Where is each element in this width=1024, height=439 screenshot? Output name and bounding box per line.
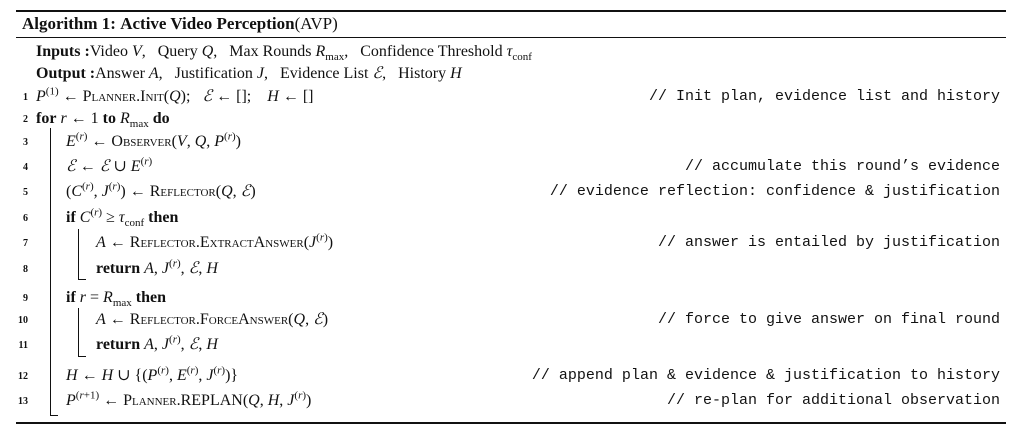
algo-line-12: 12 H ← H ∪ {(P(r), E(r), J(r))} // appen… xyxy=(16,365,1006,387)
output-line: Output :Answer A, Justification J, Evide… xyxy=(16,63,1006,85)
inputs-line: Inputs :Video V, Query Q, Max Rounds Rma… xyxy=(16,41,1006,63)
algo-line-5: 5 (C(r), J(r)) ← Reflector(Q, ℰ) // evid… xyxy=(16,181,1006,203)
comment-1: // Init plan, evidence list and history xyxy=(648,88,1000,105)
algo-line-8: 8 return A, J(r), ℰ, H xyxy=(16,258,1006,280)
if-max-round-guide xyxy=(78,308,79,356)
if-max-round-guide-end xyxy=(78,356,86,357)
caption-title: Active Video Perception xyxy=(120,14,295,33)
code-2: for r ← 1 to Rmax do xyxy=(36,110,170,131)
code-9: if r = Rmax then xyxy=(66,289,167,310)
code-13: P(r+1) ← Planner.REPLAN(Q, H, J(r)) xyxy=(66,389,312,409)
comment-12: // append plan & evidence & justificatio… xyxy=(531,367,1000,384)
inputs-text: Video V, Query Q, Max Rounds Rmax, Confi… xyxy=(89,43,532,64)
bottom-rule xyxy=(16,422,1006,424)
output-text: Answer A, Justification J, Evidence List… xyxy=(95,65,462,82)
algorithm-box: Algorithm 1: Active Video Perception(AVP… xyxy=(16,10,1006,424)
if-confidence-guide-end xyxy=(78,279,86,280)
code-12: H ← H ∪ {(P(r), E(r), J(r))} xyxy=(66,364,239,384)
caption-label: Algorithm 1: xyxy=(22,14,116,33)
comment-10: // force to give answer on final round xyxy=(657,311,1000,328)
algo-line-13: 13 P(r+1) ← Planner.REPLAN(Q, H, J(r)) /… xyxy=(16,390,1006,412)
top-rule xyxy=(16,10,1006,12)
algo-line-10: 10 A ← Reflector.ForceAnswer(Q, ℰ) // fo… xyxy=(16,309,1006,331)
output-label: Output : xyxy=(36,65,96,82)
caption-rule xyxy=(16,37,1006,38)
algo-line-11: 11 return A, J(r), ℰ, H xyxy=(16,334,1006,356)
code-11: return A, J(r), ℰ, H xyxy=(96,333,218,353)
algo-line-6: 6 if C(r) ≥ τconf then xyxy=(23,206,179,230)
code-7: A ← Reflector.ExtractAnswer(J(r)) xyxy=(96,231,334,251)
code-1: P(1) ← Planner.Init(Q); ℰ ← []; H ← [] xyxy=(36,85,314,105)
code-10: A ← Reflector.ForceAnswer(Q, ℰ) xyxy=(96,311,329,328)
for-loop-guide-end xyxy=(50,415,58,416)
code-5: (C(r), J(r)) ← Reflector(Q, ℰ) xyxy=(66,180,256,200)
algo-line-1: 1 P(1) ← Planner.Init(Q); ℰ ← []; H ← []… xyxy=(16,86,1006,108)
code-8: return A, J(r), ℰ, H xyxy=(96,257,218,277)
algo-line-2: 2 for r ← 1 to Rmax do xyxy=(23,110,170,131)
comment-5: // evidence reflection: confidence & jus… xyxy=(549,183,1000,200)
algorithm-caption: Algorithm 1: Active Video Perception(AVP… xyxy=(22,14,338,34)
comment-4: // accumulate this round’s evidence xyxy=(684,158,1000,175)
algo-line-3: 3 E(r) ← Observer(V, Q, P(r)) xyxy=(16,131,1006,153)
comment-7: // answer is entailed by justification xyxy=(657,234,1000,251)
for-loop-guide xyxy=(50,128,51,415)
algo-line-9: 9 if r = Rmax then xyxy=(23,289,167,310)
code-6: if C(r) ≥ τconf then xyxy=(66,206,179,230)
algo-line-7: 7 A ← Reflector.ExtractAnswer(J(r)) // a… xyxy=(16,232,1006,254)
algo-line-4: 4 ℰ ← ℰ ∪ E(r) // accumulate this round’… xyxy=(16,156,1006,178)
code-4: ℰ ← ℰ ∪ E(r) xyxy=(66,155,153,175)
if-confidence-guide xyxy=(78,229,79,279)
caption-abbrev: (AVP) xyxy=(294,14,338,33)
inputs-label: Inputs : xyxy=(36,43,90,60)
comment-13: // re-plan for additional observation xyxy=(666,392,1000,409)
code-3: E(r) ← Observer(V, Q, P(r)) xyxy=(66,130,241,150)
